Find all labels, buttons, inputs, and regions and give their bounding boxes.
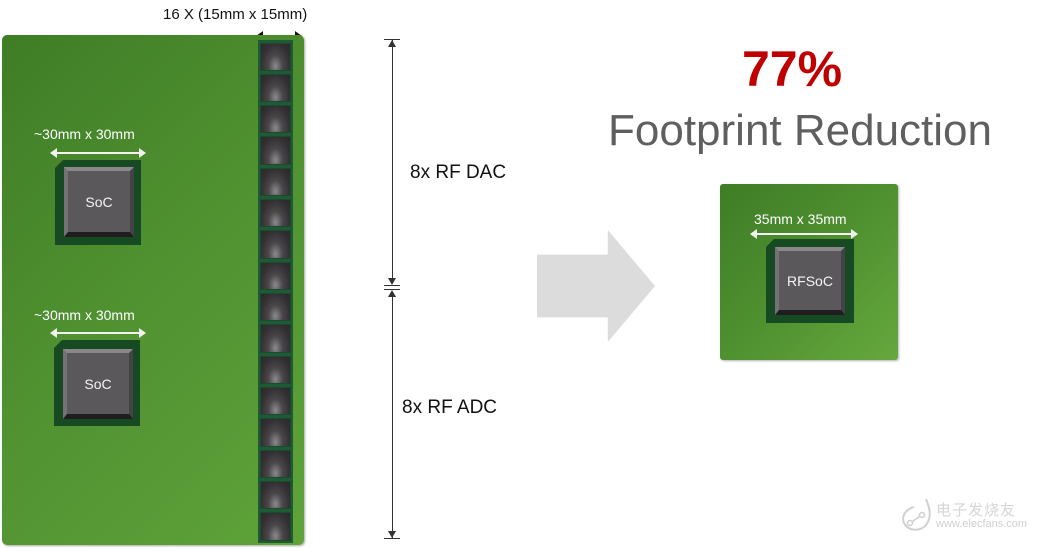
- rfsoc-dimension-label: 35mm x 35mm: [754, 211, 847, 227]
- soc-2-dimension-label: ~30mm x 30mm: [34, 307, 135, 323]
- rf-chip-column: [258, 40, 293, 543]
- right-arrow-icon: [537, 230, 655, 342]
- rf-chip: [260, 136, 291, 165]
- rf-chip: [260, 449, 291, 478]
- soc-2-chip: SoC: [63, 349, 133, 419]
- dac-bottom-tick: [384, 285, 400, 286]
- rf-chip: [260, 73, 291, 103]
- adc-top-tick: [384, 289, 400, 290]
- soc-1-dimension-arrow: [50, 148, 146, 158]
- rf-chip-dimension-label: 16 X (15mm x 15mm): [163, 6, 308, 23]
- rf-chip: [260, 512, 291, 541]
- rf-chip: [260, 355, 291, 384]
- rf-chip: [260, 199, 291, 228]
- rf-chip: [260, 167, 291, 197]
- soc-2-label: SoC: [84, 375, 112, 392]
- rf-chip: [260, 480, 291, 510]
- rfsoc-dimension-arrow: [750, 229, 858, 239]
- watermark-url: www.elecfans.com: [936, 518, 1028, 530]
- rf-chip: [260, 324, 291, 353]
- soc-1-chip: SoC: [64, 167, 134, 237]
- reduction-percentage: 77%: [742, 41, 843, 97]
- rf-chip: [260, 230, 291, 259]
- dac-dimension-line: [392, 40, 393, 282]
- rf-dac-label: 8x RF DAC: [410, 162, 507, 183]
- soc-1-label: SoC: [85, 193, 113, 210]
- soc-2-dimension-arrow: [50, 328, 146, 338]
- rf-chip: [260, 105, 291, 134]
- watermark-logo-icon: [902, 498, 931, 531]
- rf-chip: [260, 261, 291, 290]
- dac-top-tick: [384, 39, 400, 40]
- soc-1-dimension-label: ~30mm x 30mm: [34, 126, 135, 142]
- rf-chip: [260, 418, 291, 447]
- dac-bottom-arrowhead: [388, 278, 396, 285]
- adc-bottom-arrowhead: [388, 531, 396, 538]
- headline-text: Footprint Reduction: [608, 106, 992, 155]
- adc-bottom-tick: [384, 538, 400, 539]
- watermark: 电子发烧友 www.elecfans.com: [900, 495, 1040, 535]
- rfsoc-label: RFSoC: [787, 272, 833, 289]
- adc-dimension-line: [392, 292, 393, 538]
- rfsoc-chip: RFSoC: [775, 247, 845, 315]
- rf-chip: [260, 293, 291, 322]
- rf-adc-label: 8x RF ADC: [402, 397, 498, 418]
- watermark-title: 电子发烧友: [936, 502, 1017, 519]
- rf-chip: [260, 386, 291, 416]
- rf-chip: [260, 42, 291, 71]
- left-pcb-board: [2, 35, 304, 545]
